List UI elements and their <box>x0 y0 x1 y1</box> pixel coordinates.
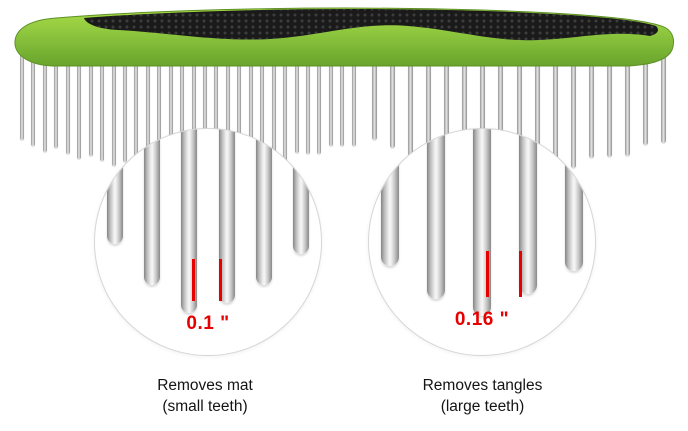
comb-tooth-fine <box>271 38 276 161</box>
comb-tooth-coarse <box>444 38 450 162</box>
comb-tooth-coarse <box>426 38 432 155</box>
comb-teeth-coarse <box>372 38 666 172</box>
comb-tooth-fine <box>20 38 24 140</box>
comb-tooth-fine <box>214 38 219 172</box>
comb-tooth-fine <box>77 38 82 160</box>
comb-tooth-coarse <box>661 38 666 143</box>
zoom-tooth-small <box>255 129 272 286</box>
comb-tooth-coarse <box>390 38 396 149</box>
comb-tooth-coarse <box>480 38 486 164</box>
zoom-tooth-small <box>144 129 161 286</box>
measure-tick-right-b <box>519 251 522 297</box>
magnifier-large-teeth: 0.16 " <box>368 128 596 356</box>
comb-tooth-fine <box>122 38 127 162</box>
zoom-tooth-small <box>107 129 123 244</box>
comb-teeth-fine <box>20 38 356 172</box>
comb-handle <box>14 7 675 67</box>
zoom-teeth-large <box>381 129 583 316</box>
measurement-small-teeth: 0.1 " <box>186 313 230 334</box>
comb-tooth-fine <box>31 38 36 146</box>
comb-tooth-fine <box>340 38 345 146</box>
comb-tooth-fine <box>225 38 230 165</box>
comb-tooth-fine <box>65 38 70 154</box>
comb-tooth-fine <box>168 38 173 169</box>
comb-tooth-fine <box>88 38 93 156</box>
magnifier-small-teeth: 0.1 " <box>94 128 322 356</box>
comb-tooth-fine <box>145 38 150 171</box>
measurement-large-teeth: 0.16 " <box>454 309 510 330</box>
comb-tooth-coarse <box>462 38 468 168</box>
comb-tooth-fine <box>283 38 288 162</box>
comb-tooth-fine <box>237 38 242 166</box>
comb-tooth-fine <box>111 38 116 166</box>
comb-tooth-fine <box>100 38 105 161</box>
comb-tooth-coarse <box>588 38 594 159</box>
caption-large-teeth: Removes tangles (large teeth) <box>350 376 615 418</box>
comb-tooth-coarse <box>552 38 558 167</box>
comb-tooth-coarse <box>516 38 522 172</box>
comb-tooth-fine <box>248 38 253 168</box>
zoom-tooth-small <box>218 129 235 303</box>
caption-small-teeth: Removes mat (small teeth) <box>70 376 340 418</box>
comb-tooth-fine <box>134 38 139 166</box>
comb-tooth-fine <box>305 38 310 154</box>
comb-tooth-coarse <box>534 38 540 166</box>
comb-tooth-fine <box>260 38 265 160</box>
zoom-teeth-small <box>107 129 309 313</box>
comb-tooth-fine <box>294 38 299 154</box>
zoom-tooth-large <box>381 129 399 266</box>
comb-tooth-coarse <box>642 38 648 146</box>
zoom-tooth-large <box>519 129 537 295</box>
comb-tooth-coarse <box>624 38 630 156</box>
measure-tick-left-a <box>192 259 195 301</box>
comb-tooth-fine <box>351 38 356 146</box>
comb-tooth-fine <box>328 38 333 146</box>
comb-tooth-fine <box>317 38 322 155</box>
comb-tooth-fine <box>203 38 207 169</box>
zoom-tooth-small <box>292 129 309 254</box>
zoom-tooth-large <box>427 129 445 300</box>
caption-large-teeth-line2: (large teeth) <box>440 397 525 415</box>
comb-tooth-coarse <box>570 38 576 168</box>
caption-small-teeth-line1: Removes mat <box>157 377 253 394</box>
comb-tooth-fine <box>42 38 47 152</box>
comb-tooth-coarse <box>606 38 612 158</box>
comb-tooth-fine <box>180 38 185 172</box>
comb-tooth-coarse <box>372 38 377 140</box>
comb-tooth-coarse <box>408 38 414 156</box>
comb-tooth-fine <box>191 38 196 166</box>
comb-tooth-fine <box>54 38 59 149</box>
caption-small-teeth-line2: (small teeth) <box>162 397 248 415</box>
zoom-tooth-large <box>565 129 583 271</box>
measure-tick-right-a <box>486 251 489 297</box>
caption-large-teeth-line1: Removes tangles <box>422 377 543 394</box>
comb-tooth-coarse <box>498 38 504 169</box>
measure-tick-left-b <box>219 259 222 301</box>
comb-tooth-fine <box>157 38 162 166</box>
comb-grip-texture <box>84 9 658 41</box>
